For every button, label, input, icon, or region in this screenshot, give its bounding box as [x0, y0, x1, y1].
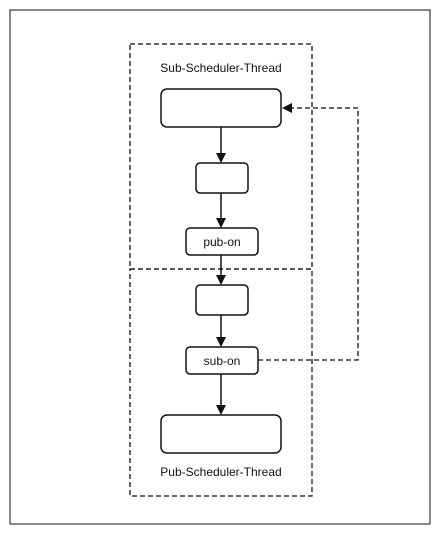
small-box-1[interactable]	[195, 162, 249, 194]
top-box[interactable]	[160, 88, 282, 128]
sub-scheduler-thread-label: Sub-Scheduler-Thread	[160, 61, 281, 75]
small-box-2[interactable]	[195, 284, 249, 316]
pub-on-box[interactable]	[185, 227, 259, 256]
dashed-feedback-arrow	[258, 103, 359, 361]
pub-on-label: pub-on	[203, 235, 240, 249]
bottom-box[interactable]	[160, 414, 282, 454]
sub-on-label: sub-on	[204, 354, 241, 368]
pub-scheduler-thread-label: Pub-Scheduler-Thread	[160, 465, 281, 479]
